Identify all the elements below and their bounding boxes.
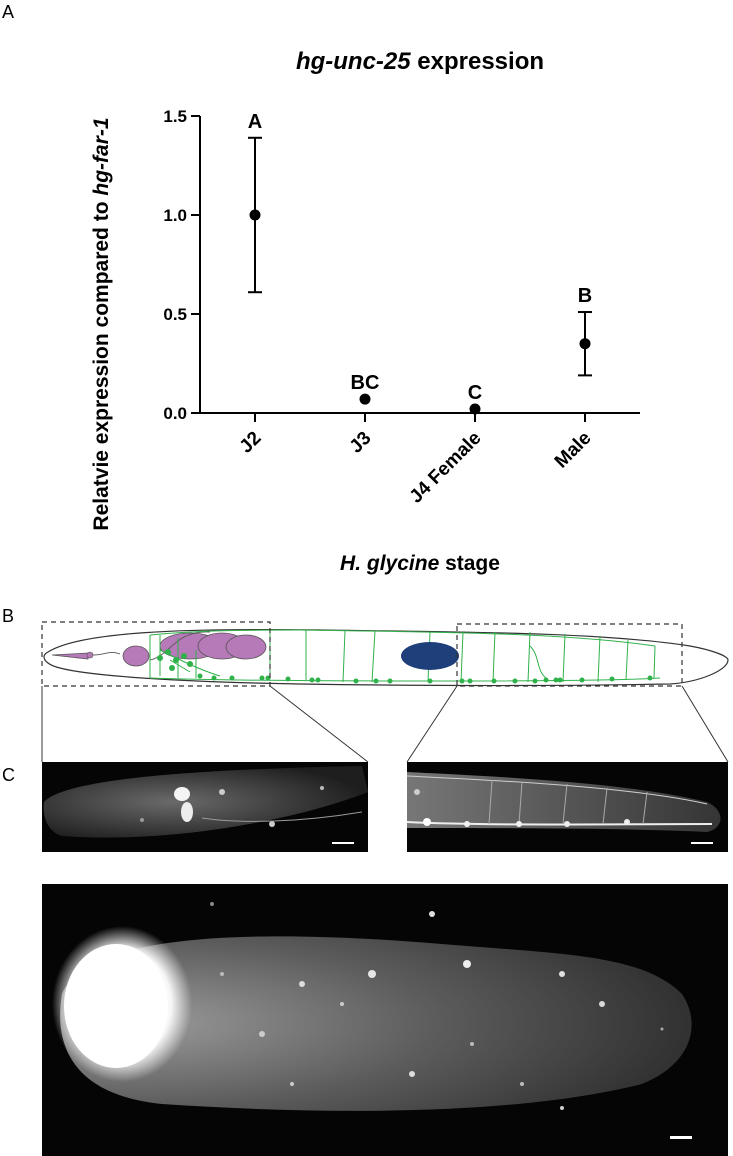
stylet-pharynx [51, 631, 267, 667]
expression-chart: 0.0 0.5 1.0 1.5J2 J3 J4 Female Male A BC C B [163, 107, 640, 508]
x-tick-label: J2 [236, 428, 266, 458]
scale-bar [691, 842, 713, 844]
scale-bar [332, 842, 354, 844]
y-tick-label: 1.0 [163, 206, 187, 225]
x-axis-label-species: H. glycine [340, 552, 440, 575]
y-tick-label: 0.5 [163, 305, 187, 324]
neuron-network [149, 629, 661, 683]
panel-label-a: A [2, 2, 15, 22]
y-tick-label: 0.0 [163, 404, 187, 423]
tail-region-box [456, 623, 683, 687]
y-tick-label: 1.5 [163, 107, 187, 126]
significance-letter: C [468, 382, 482, 404]
x-axis-label: H. glycine stage [180, 552, 660, 576]
data-point [469, 403, 481, 415]
significance-letter: A [248, 111, 262, 133]
micrograph-large-head [42, 884, 728, 1156]
data-point [579, 338, 591, 350]
chart-title-rest: expression [410, 48, 545, 75]
zoom-line-tail-left [406, 685, 458, 763]
data-point [249, 209, 261, 221]
zoom-line-tail-right [681, 685, 729, 763]
x-tick-label: Male [551, 428, 596, 473]
micrograph-tail [407, 762, 728, 852]
nematode-schematic [41, 621, 729, 763]
panel-label-b: B [2, 606, 15, 626]
x-tick-label: J4 Female [406, 428, 486, 508]
x-axis-label-rest: stage [439, 552, 500, 575]
micrograph-head [42, 762, 368, 852]
significance-letter: B [578, 285, 592, 307]
x-tick-label: J3 [346, 428, 376, 458]
data-point [359, 393, 371, 405]
gonad-primordium [401, 642, 459, 670]
zoom-line-head-right [269, 685, 369, 763]
significance-letter: BC [351, 372, 380, 394]
scale-bar [670, 1136, 692, 1139]
chart-title: hg-unc-25 expression [180, 48, 660, 76]
panel-label-c: C [2, 765, 15, 785]
chart-title-gene: hg-unc-25 [295, 48, 411, 75]
head-region-box [41, 621, 271, 687]
neuron-cell-bodies [157, 649, 653, 684]
